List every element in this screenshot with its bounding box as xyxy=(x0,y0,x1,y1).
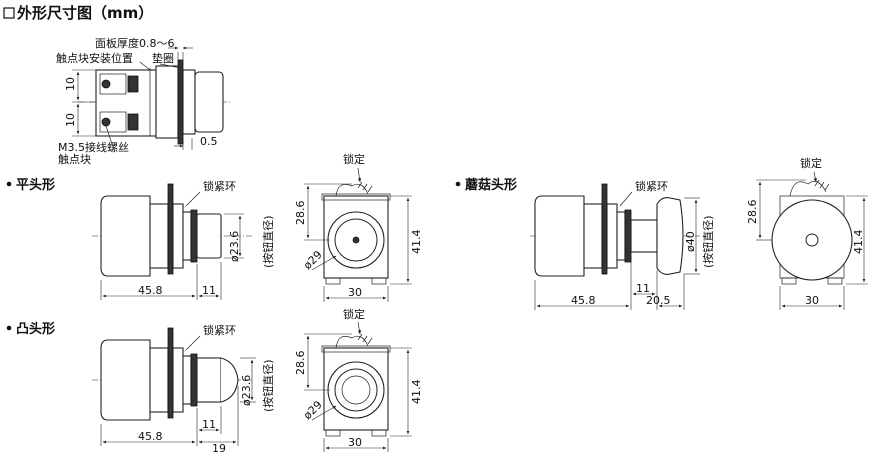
center-dot-icon xyxy=(352,236,360,244)
svg-text:蘑菇头形: 蘑菇头形 xyxy=(465,177,517,193)
lock-tab-icon xyxy=(789,181,827,197)
screw-icon xyxy=(101,117,111,127)
convex-button-dia-label: (按钮直径) xyxy=(261,359,275,412)
mushroom-button-dia-label: (按钮直径) xyxy=(701,215,715,268)
section-flat-label: 平头形 xyxy=(6,177,55,193)
convex-dim-45-8: 45.8 xyxy=(138,430,163,443)
convex-dim-28-6: 28.6 xyxy=(294,351,307,376)
convex-dim-11: 11 xyxy=(202,418,216,431)
flat-button-dia-label: (按钮直径) xyxy=(261,215,275,268)
svg-text:平头形: 平头形 xyxy=(16,177,55,193)
dim-0-5: 0.5 xyxy=(200,135,218,148)
convex-side-view: 45.8 11 19 ø23.6 (按钮直径) 锁紧环 xyxy=(92,323,275,455)
convex-dim-dia-29: ø29 xyxy=(301,398,325,422)
mushroom-dim-41-4: 41.4 xyxy=(852,230,865,255)
flat-lock-ring-label: 锁紧环 xyxy=(203,179,236,193)
mushroom-dim-20-5: 20.5 xyxy=(646,294,671,307)
label-screw: M3.5接线螺丝 xyxy=(58,140,129,154)
flat-front-view: 锁定 28.6 41.4 30 ø29 xyxy=(294,152,423,302)
mushroom-side-view: 45.8 11 20.5 ø40 (按钮直径) 锁紧环 xyxy=(530,179,715,310)
convex-dim-dia-23-6: ø23.6 xyxy=(240,375,253,406)
mushroom-front-view: 锁定 28.6 41.4 30 xyxy=(746,156,868,310)
page-title: 外形尺寸图（mm） xyxy=(3,4,153,22)
convex-lock-label: 锁定 xyxy=(343,307,365,321)
label-contact-block: 触点块 xyxy=(58,152,91,166)
lock-tab-icon xyxy=(335,183,369,197)
mushroom-lock-ring-label: 锁紧环 xyxy=(635,179,668,193)
flat-dim-dia-29: ø29 xyxy=(301,248,325,272)
mushroom-dim-30: 30 xyxy=(805,294,819,307)
mushroom-dim-11: 11 xyxy=(636,282,650,295)
title-text: 外形尺寸图（mm） xyxy=(16,4,153,22)
flat-dim-45-8: 45.8 xyxy=(138,284,163,297)
flat-side-view: 45.8 11 ø23.6 (按钮直径) 锁紧环 xyxy=(92,179,275,300)
convex-dim-41-4: 41.4 xyxy=(410,380,423,405)
dim-10-upper: 10 xyxy=(64,77,77,91)
convex-front-view: 锁定 28.6 41.4 30 ø29 xyxy=(294,307,423,452)
mushroom-dim-45-8: 45.8 xyxy=(571,294,596,307)
flat-dim-11: 11 xyxy=(202,284,216,297)
section-mushroom-label: 蘑菇头形 xyxy=(455,177,517,193)
section-convex-label: 凸头形 xyxy=(6,321,55,337)
flat-dim-41-4: 41.4 xyxy=(410,230,423,255)
top-detail-drawing: 10 10 面板厚度0.8～6 触点块安装位置 垫圈 0.5 M3.5接线螺丝 … xyxy=(56,36,232,166)
flat-lock-label: 锁定 xyxy=(343,152,365,166)
flat-dim-30: 30 xyxy=(348,286,362,299)
mushroom-dim-dia-40: ø40 xyxy=(684,231,697,252)
screw-icon xyxy=(101,79,111,89)
label-gasket: 垫圈 xyxy=(152,51,174,65)
label-contact-position: 触点块安装位置 xyxy=(56,51,133,65)
flat-dim-dia-23-6: ø23.6 xyxy=(228,231,241,262)
svg-text:凸头形: 凸头形 xyxy=(16,321,55,337)
convex-dim-30: 30 xyxy=(348,436,362,449)
mushroom-dim-28-6: 28.6 xyxy=(746,200,759,225)
convex-lock-ring-label: 锁紧环 xyxy=(203,323,236,337)
checkbox-square-icon xyxy=(3,7,15,19)
convex-dim-19: 19 xyxy=(212,442,226,455)
mushroom-lock-label: 锁定 xyxy=(800,156,822,170)
lock-tab-icon xyxy=(335,335,369,349)
flat-dim-28-6: 28.6 xyxy=(294,201,307,226)
dim-10-lower: 10 xyxy=(64,113,77,127)
label-panel-thickness: 面板厚度0.8～6 xyxy=(95,36,175,50)
